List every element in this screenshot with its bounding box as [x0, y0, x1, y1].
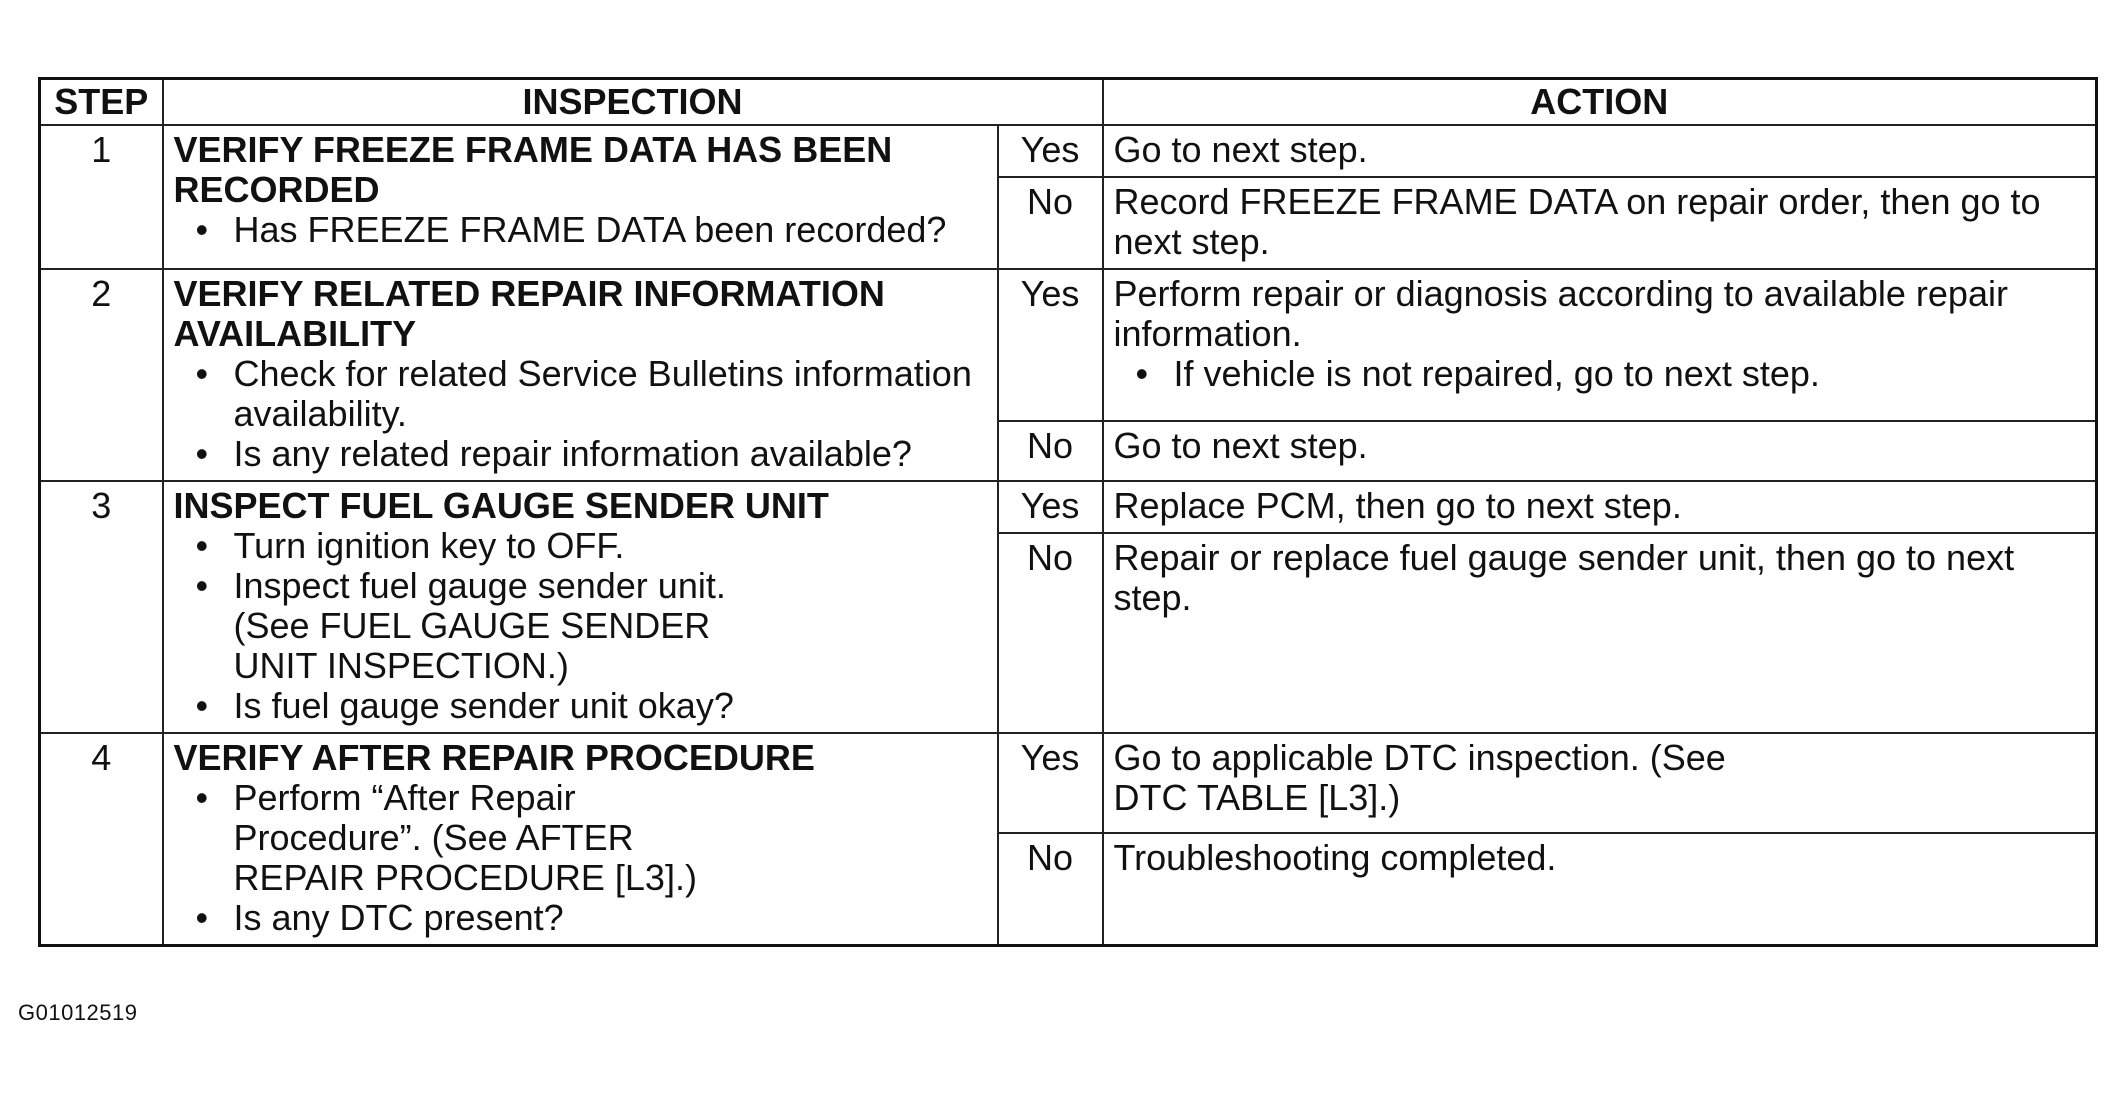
- action-text: Replace PCM, then go to next step.: [1113, 485, 1682, 526]
- no-action: Repair or replace fuel gauge sender unit…: [1101, 532, 2098, 734]
- step-2-no-row: No Go to next step.: [40, 420, 2098, 482]
- action-text: Go to next step.: [1113, 425, 1368, 467]
- action-bullets: If vehicle is not repaired, go to next s…: [1114, 354, 2086, 395]
- no-label: No: [996, 832, 1104, 947]
- bullet-item: Has FREEZE FRAME DATA been recorded?: [174, 210, 987, 251]
- header-row: STEP INSPECTION ACTION: [38, 77, 2098, 126]
- bullet-item: Is fuel gauge sender unit okay?: [174, 686, 987, 727]
- no-label: No: [996, 532, 1104, 734]
- yes-action: Replace PCM, then go to next step.: [1101, 480, 2098, 534]
- step-title: VERIFY RELATED REPAIR INFORMATION AVAILA…: [173, 273, 885, 354]
- header-step: STEP: [38, 77, 164, 126]
- step-3-no-row: No Repair or replace fuel gauge sender u…: [40, 532, 2098, 734]
- header-action: ACTION: [1101, 77, 2098, 126]
- step-2-yes-row: 2 VERIFY RELATED REPAIR INFORMATION AVAI…: [38, 267, 2098, 482]
- no-label: No: [996, 176, 1104, 270]
- step-number: 3: [38, 480, 164, 734]
- bullet-item: Is any DTC present?: [174, 898, 987, 939]
- action-text: Perform repair or diagnosis according to…: [1113, 273, 2008, 354]
- no-action: Record FREEZE FRAME DATA on repair order…: [1101, 176, 2098, 270]
- yes-action: Go to next step.: [1101, 124, 2098, 178]
- bullet-item: Inspect fuel gauge sender unit. (See FUE…: [174, 566, 987, 686]
- no-action: Go to next step.: [1101, 420, 2098, 482]
- step-4-no-row: No Troubleshooting completed.: [40, 832, 2098, 947]
- inspection-bullets: Check for related Service Bulletins info…: [174, 354, 987, 475]
- yes-label: Yes: [996, 732, 1104, 834]
- step-1-no-row: No Record FREEZE FRAME DATA on repair or…: [40, 176, 2098, 270]
- step-4-yes-row: 4 VERIFY AFTER REPAIR PROCEDURE Perform …: [38, 732, 2098, 947]
- yes-action: Perform repair or diagnosis according to…: [1101, 267, 2098, 423]
- step-3-yes-row: 3 INSPECT FUEL GAUGE SENDER UNIT Turn ig…: [38, 480, 2098, 734]
- step-4-inspection: VERIFY AFTER REPAIR PROCEDURE Perform “A…: [161, 732, 999, 947]
- bullet-item: Perform “After Repair Procedure”. (See A…: [174, 778, 987, 898]
- step-title: VERIFY FREEZE FRAME DATA HAS BEEN RECORD…: [173, 129, 893, 210]
- yes-label: Yes: [996, 267, 1104, 423]
- bullet-item: If vehicle is not repaired, go to next s…: [1114, 354, 2086, 395]
- yes-action: Go to applicable DTC inspection. (See DT…: [1101, 732, 2098, 834]
- step-title: INSPECT FUEL GAUGE SENDER UNIT: [173, 485, 829, 526]
- action-text: Troubleshooting completed.: [1113, 837, 1557, 878]
- action-text: Record FREEZE FRAME DATA on repair order…: [1113, 181, 2041, 262]
- bullet-item: Turn ignition key to OFF.: [174, 526, 987, 567]
- step-2-inspection: VERIFY RELATED REPAIR INFORMATION AVAILA…: [161, 268, 999, 482]
- step-number: 4: [38, 732, 164, 947]
- inspection-bullets: Perform “After Repair Procedure”. (See A…: [174, 778, 987, 939]
- header-inspection: INSPECTION: [161, 77, 1104, 126]
- figure-id: G01012519: [18, 1000, 138, 1025]
- no-label: No: [996, 420, 1104, 482]
- step-number: 1: [38, 124, 164, 270]
- no-action: Troubleshooting completed.: [1101, 832, 2098, 947]
- step-1-yes-row: 1 VERIFY FREEZE FRAME DATA HAS BEEN RECO…: [38, 124, 2098, 270]
- diagnostic-table: STEP INSPECTION ACTION 1 VERIFY FREEZE F…: [38, 77, 2098, 947]
- action-text: Repair or replace fuel gauge sender unit…: [1113, 537, 2015, 618]
- step-number: 2: [38, 268, 164, 482]
- action-text: Go to next step.: [1113, 129, 1368, 170]
- step-1-inspection: VERIFY FREEZE FRAME DATA HAS BEEN RECORD…: [161, 124, 999, 270]
- yes-label: Yes: [996, 124, 1104, 178]
- yes-label: Yes: [996, 480, 1104, 534]
- step-3-inspection: INSPECT FUEL GAUGE SENDER UNIT Turn igni…: [161, 480, 999, 734]
- bullet-item: Is any related repair information availa…: [174, 434, 987, 475]
- bullet-item: Check for related Service Bulletins info…: [174, 354, 987, 434]
- inspection-bullets: Has FREEZE FRAME DATA been recorded?: [174, 210, 987, 251]
- inspection-bullets: Turn ignition key to OFF. Inspect fuel g…: [174, 526, 987, 727]
- step-title: VERIFY AFTER REPAIR PROCEDURE: [173, 737, 815, 778]
- action-text: Go to applicable DTC inspection. (See DT…: [1113, 737, 1726, 818]
